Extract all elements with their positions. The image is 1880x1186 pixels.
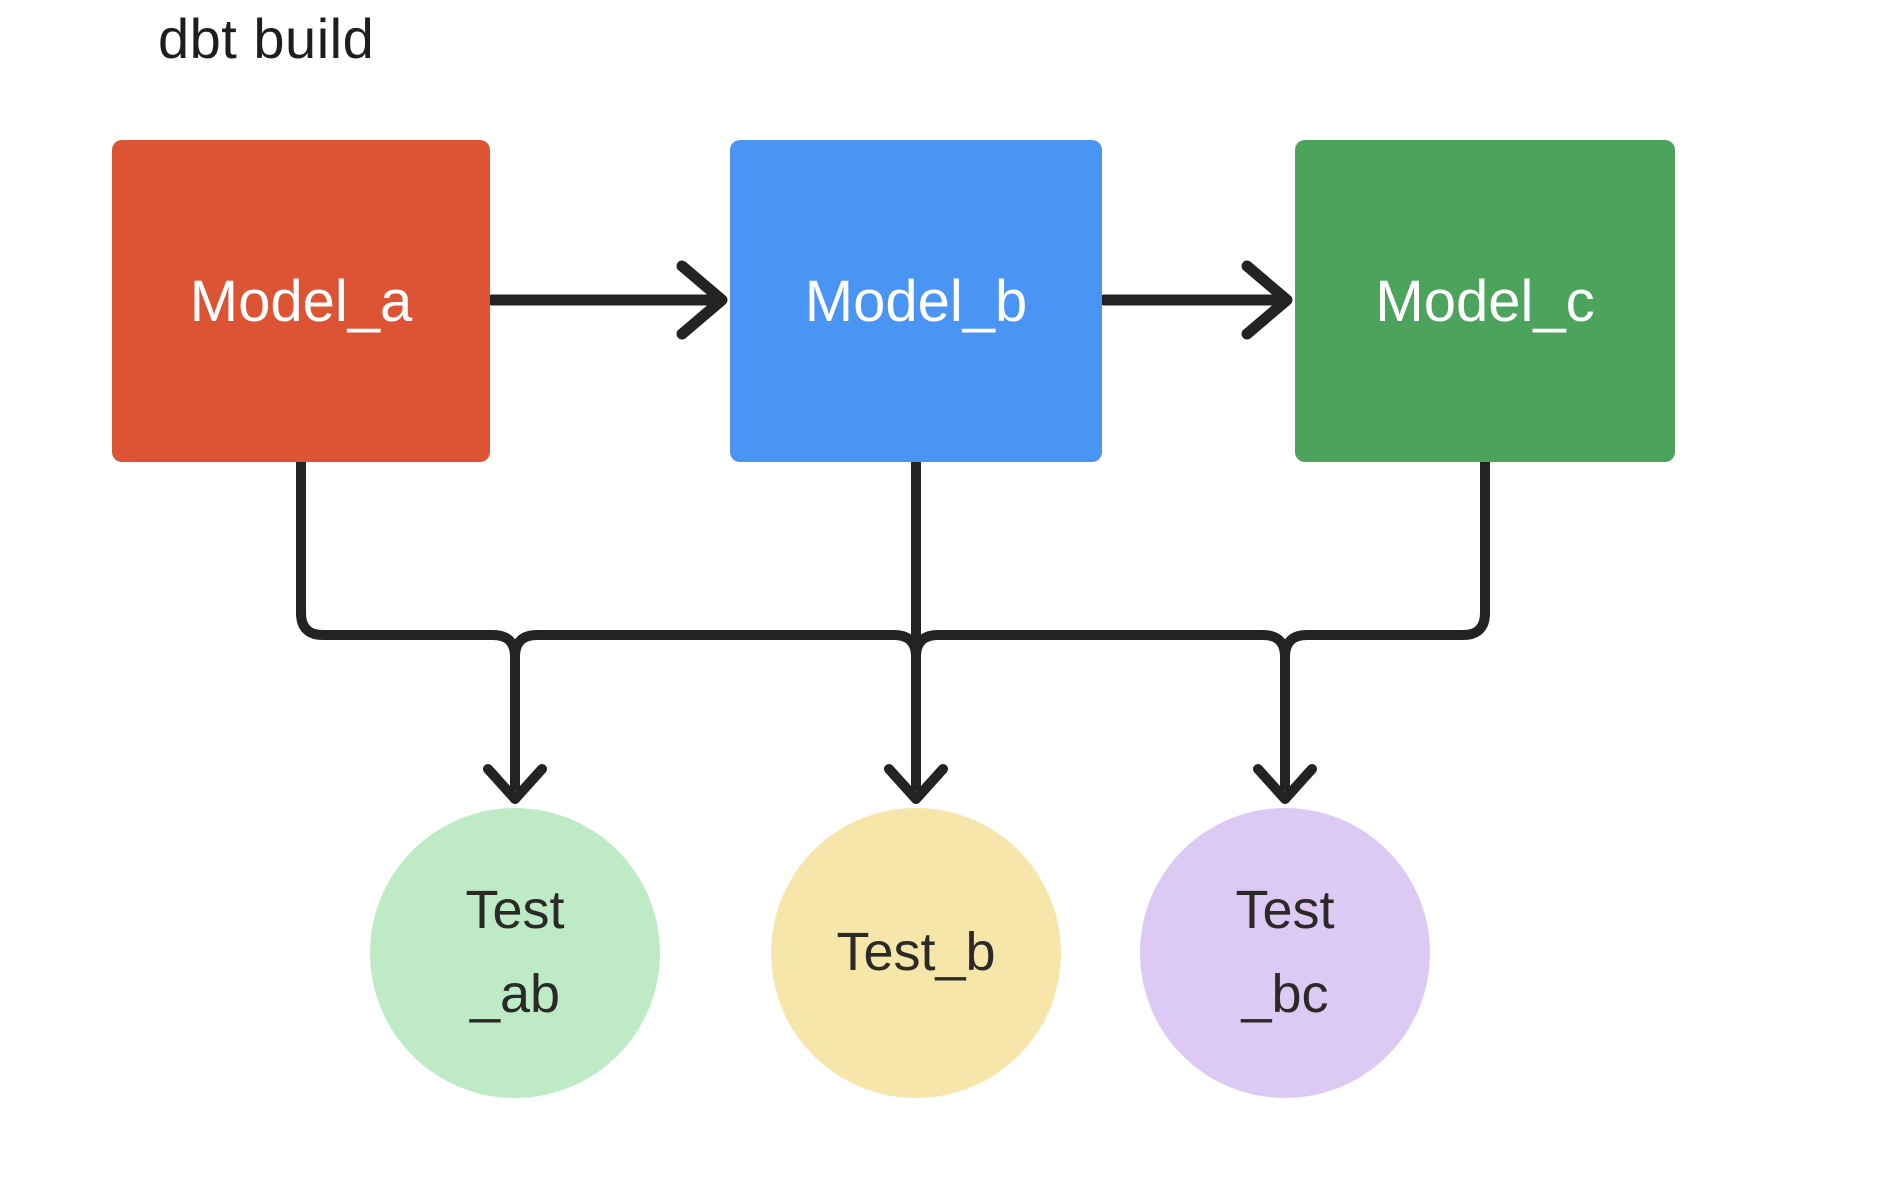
connector-model-a-to-test-ab bbox=[296, 457, 520, 791]
connector-group bbox=[296, 260, 1490, 804]
arrowhead-test-b-icon bbox=[884, 764, 948, 804]
connector-model-c-drop bbox=[1280, 457, 1490, 662]
model-c-label: Model_c bbox=[1375, 268, 1595, 334]
model-b-label: Model_b bbox=[804, 268, 1028, 334]
arrowhead-test-ab-icon bbox=[483, 764, 547, 804]
model-c-node[interactable]: Model_c bbox=[1295, 140, 1675, 462]
arrowhead-model-b-to-model-c-icon bbox=[1241, 260, 1293, 340]
connector-bus-right-to-test-bc bbox=[911, 630, 1290, 791]
test-b-node[interactable]: Test_b bbox=[771, 808, 1061, 1098]
test-ab-label-line1: Test bbox=[465, 880, 565, 941]
arrowhead-model-a-to-model-b-icon bbox=[676, 260, 728, 340]
test-bc-label-line1: Test bbox=[1235, 880, 1335, 941]
diagram-title: dbt build bbox=[158, 7, 375, 70]
test-bc-node[interactable]: Test _bc bbox=[1140, 808, 1430, 1098]
test-b-label: Test_b bbox=[836, 922, 996, 983]
arrowhead-test-bc-icon bbox=[1253, 764, 1317, 804]
test-bc-label-line2: _bc bbox=[1241, 964, 1329, 1024]
model-a-node[interactable]: Model_a bbox=[112, 140, 490, 462]
test-ab-node[interactable]: Test _ab bbox=[370, 808, 660, 1098]
model-b-node[interactable]: Model_b bbox=[730, 140, 1102, 462]
connector-bus-left bbox=[510, 630, 921, 662]
test-ab-label-line2: _ab bbox=[469, 964, 561, 1024]
model-a-label: Model_a bbox=[189, 268, 413, 334]
